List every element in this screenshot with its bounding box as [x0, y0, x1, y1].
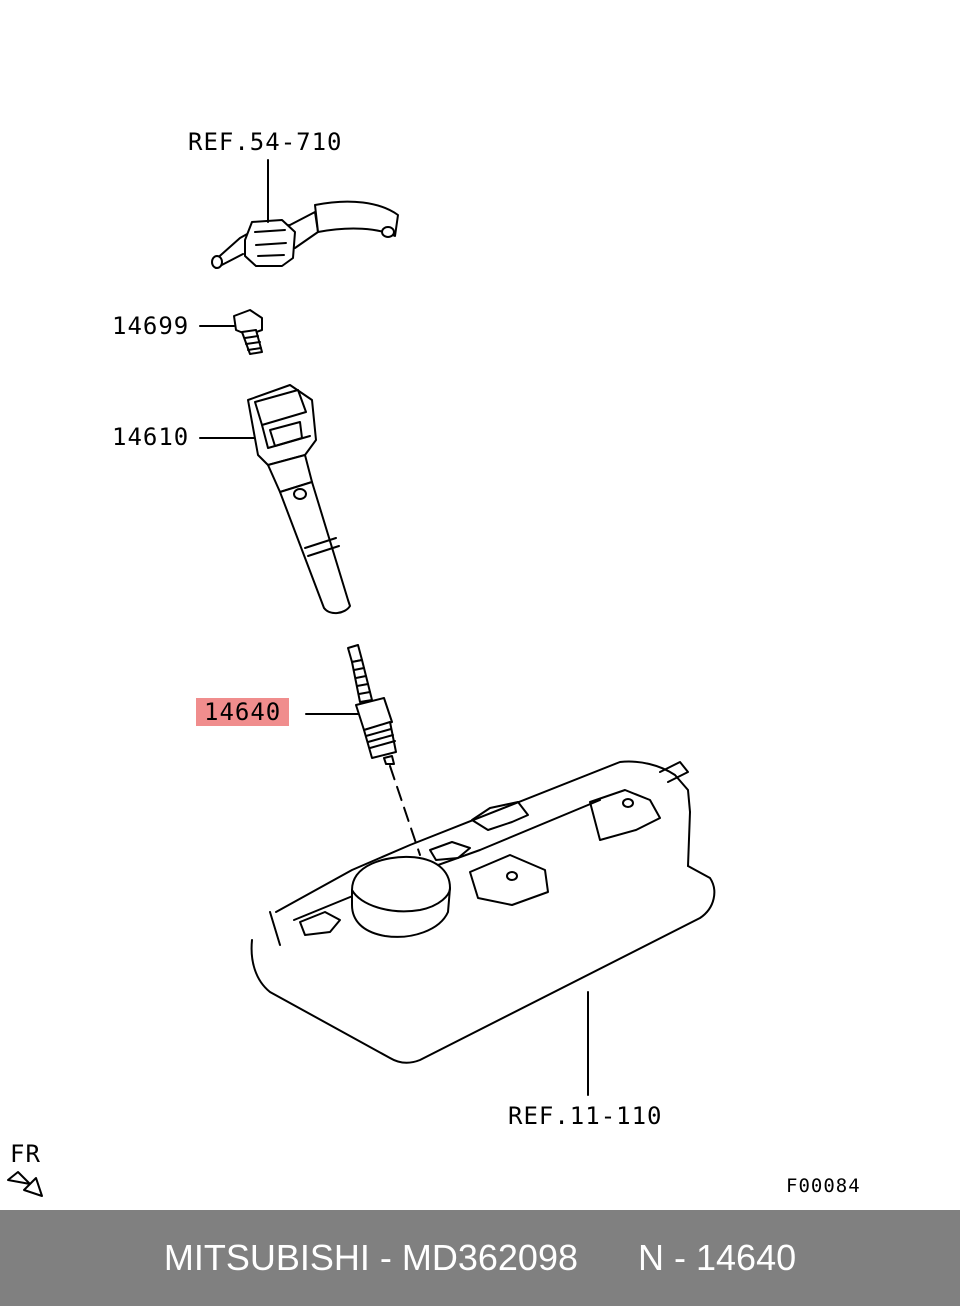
separator: -: [369, 1237, 402, 1278]
bolt-14699: [199, 309, 263, 355]
diagram-position: N - 14640: [638, 1237, 797, 1278]
front-arrow-icon: [7, 1171, 43, 1197]
part-info-banner: MITSUBISHI - MD362098 N - 14640: [0, 1210, 960, 1306]
parts-diagram: REF.54-710 14699 14610 14640 REF.11-110 …: [7, 128, 861, 1197]
label-ref-54-710: REF.54-710: [188, 128, 343, 156]
label-front: FR: [10, 1140, 41, 1168]
diagram-drawing: [7, 159, 716, 1197]
part-number: MD362098: [401, 1237, 578, 1278]
brand-name: MITSUBISHI: [163, 1237, 370, 1278]
label-ignition-coil: 14610: [112, 423, 190, 451]
ignition-coil-14610: [199, 384, 351, 614]
label-ref-11-110: REF.11-110: [508, 1102, 663, 1130]
spacer: [578, 1237, 638, 1279]
spark-plug-14640: [305, 644, 421, 856]
label-bolt: 14699: [112, 312, 190, 340]
label-spark-plug-highlighted[interactable]: 14640: [196, 698, 290, 726]
cylinder-head-cover: [250, 760, 716, 1096]
wiring-harness-connector: [211, 159, 399, 269]
figure-code: F00084: [786, 1175, 861, 1197]
